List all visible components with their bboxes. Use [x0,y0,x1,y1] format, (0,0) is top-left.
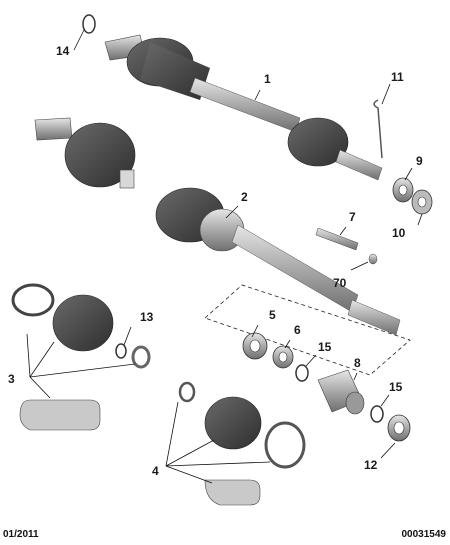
callout-1: 1 [264,72,271,86]
washer-5 [242,332,268,360]
leader-lines [26,29,423,484]
callout-2: 2 [241,190,248,204]
circlip-14 [82,14,96,34]
callout-10: 10 [392,226,406,240]
callout-11: 11 [391,70,404,84]
callout-6: 6 [294,323,301,337]
callout-7: 7 [349,210,356,224]
bolt-70 [368,253,378,265]
driveshaft-1 [104,34,383,181]
callout-70: 70 [333,276,347,290]
washer-6 [272,345,294,369]
callout-3: 3 [8,372,15,386]
circlip-15b [370,405,384,423]
callout-15-upper: 15 [318,340,332,354]
callout-4: 4 [152,464,159,478]
boot-kit-3 [11,283,151,431]
footer-date: 01/2011 [3,529,39,540]
bearing-8 [317,369,365,415]
nut-9 [392,177,414,203]
split-pin-11 [373,99,383,159]
callout-15-lower: 15 [389,380,403,394]
callout-8: 8 [354,356,361,370]
boot-kit-4 [178,381,306,506]
nut-10 [411,189,433,215]
ring-12 [387,414,411,442]
inner-joint-upper [34,117,136,189]
callout-13: 13 [140,310,154,324]
footer-reference: 00031549 [401,529,447,540]
circlip-15a [295,364,309,382]
callout-9: 9 [416,154,423,168]
callout-12: 12 [364,458,378,472]
callout-5: 5 [269,308,276,322]
callout-14: 14 [56,44,70,58]
driveshaft-2 [155,187,401,336]
bolt-7 [315,227,359,251]
